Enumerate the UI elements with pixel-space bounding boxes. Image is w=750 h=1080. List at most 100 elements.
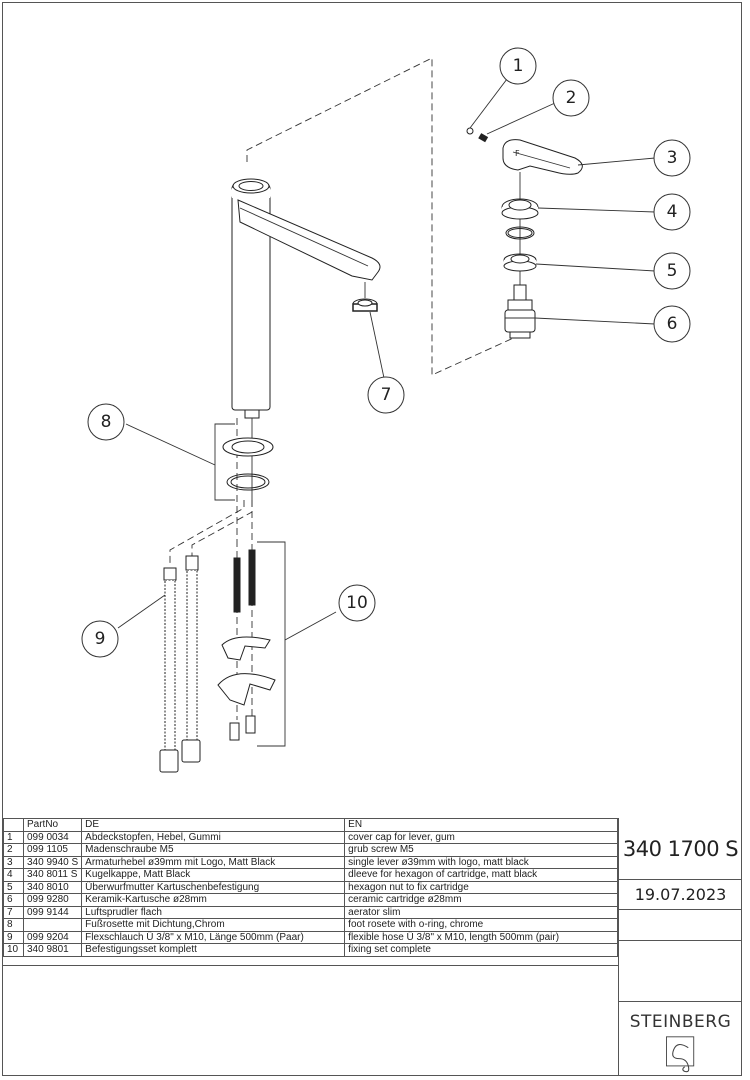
part-sleeve (501, 172, 539, 330)
callout-label: 3 (667, 148, 678, 168)
cell-en: grub screw M5 (344, 843, 618, 857)
callout-2: 2 (552, 79, 590, 117)
title-block-empty-cell (619, 941, 742, 1002)
cell-de: Armaturhebel ø39mm mit Logo, Matt Black (81, 855, 346, 869)
cell-part-no: 340 9940 S (22, 855, 83, 869)
callout-9: 9 (81, 620, 119, 658)
title-block: 340 1700 S 19.07.2023 STEINBERG (618, 818, 742, 1076)
cell-de: Kugelkappe, Matt Black (81, 868, 346, 882)
cell-index: 2 (3, 843, 24, 857)
cell-index: 5 (3, 880, 24, 894)
cell-index: 7 (3, 905, 24, 919)
cell-index: 10 (3, 943, 24, 957)
cell-de: Madenschraube M5 (81, 843, 346, 857)
cell-part-no: 340 9801 (22, 943, 83, 957)
brand-name: STEINBERG (629, 1012, 732, 1032)
callout-8: 8 (87, 403, 125, 441)
cell-part-no: 340 8010 (22, 880, 83, 894)
callout-label: 10 (346, 593, 368, 613)
article-number: 340 1700 S (619, 818, 742, 880)
cell-en: single lever ø39mm with logo, matt black (344, 855, 618, 869)
header-part-no: PartNo (22, 818, 83, 832)
cell-index: 9 (3, 930, 24, 944)
callout-1: 1 (499, 47, 537, 85)
cell-part-no (22, 918, 83, 932)
cell-index: 6 (3, 893, 24, 907)
part-aerator (352, 282, 378, 312)
cell-part-no: 099 9280 (22, 893, 83, 907)
brand-block: STEINBERG (619, 1002, 742, 1075)
cell-de: Keramik-Kartusche ø28mm (81, 893, 346, 907)
callout-label: 5 (667, 261, 678, 281)
steinberg-logo-icon (665, 1036, 694, 1073)
part-hexagon-nut (503, 253, 537, 272)
callout-label: 9 (95, 629, 106, 649)
cell-en: hexagon nut to fix cartridge (344, 880, 618, 894)
cell-de: Fußrosette mit Dichtung,Chrom (81, 918, 346, 932)
header-de: DE (81, 818, 346, 832)
callout-label: 2 (566, 88, 577, 108)
cell-part-no: 099 9144 (22, 905, 83, 919)
callout-5: 5 (653, 252, 691, 290)
part-lever: F (502, 139, 583, 175)
faucet-body (231, 178, 381, 419)
part-flexible-hoses (159, 500, 253, 773)
cell-index: 4 (3, 868, 24, 882)
callout-label: 4 (667, 202, 678, 222)
cell-de: Befestigungsset komplett (81, 943, 346, 957)
cell-index: 3 (3, 855, 24, 869)
part-o-ring (505, 226, 535, 240)
exploded-view-drawing: F (81, 47, 691, 773)
callout-7: 7 (367, 376, 405, 414)
cell-en: dleeve for hexagon of cartridge, matt bl… (344, 868, 618, 882)
part-cartridge (504, 284, 536, 339)
cell-en: cover cap for lever, gum (344, 830, 618, 844)
callout-4: 4 (653, 193, 691, 231)
cell-en: flexible hose Ü 3/8" x M10, length 500mm… (344, 930, 618, 944)
cell-de: Überwurfmutter Kartuschenbefestigung (81, 880, 346, 894)
part-fixing-set (217, 500, 286, 747)
cell-de: Abdeckstopfen, Hebel, Gummi (81, 830, 346, 844)
callout-3: 3 (653, 139, 691, 177)
cell-en: foot rosete with o-ring, chrome (344, 918, 618, 932)
cell-en: fixing set complete (344, 943, 618, 957)
part-cover-cap (466, 127, 474, 135)
callout-10: 10 (338, 584, 376, 622)
cell-index: 1 (3, 830, 24, 844)
cell-de: Luftsprudler flach (81, 905, 346, 919)
table-header-row: PartNo DE EN (3, 818, 618, 832)
cell-part-no: 099 0034 (22, 830, 83, 844)
header-en: EN (344, 818, 618, 832)
callout-label: 8 (101, 412, 112, 432)
svg-text:F: F (515, 149, 520, 158)
notes-area (3, 965, 618, 1077)
cell-part-no: 340 8011 S (22, 868, 83, 882)
assembly-path-upper (246, 57, 521, 376)
callout-label: 7 (381, 385, 392, 405)
callout-6: 6 (653, 305, 691, 343)
cell-en: aerator slim (344, 905, 618, 919)
callout-label: 6 (667, 314, 678, 334)
callout-label: 1 (513, 56, 524, 76)
cell-index: 8 (3, 918, 24, 932)
header-index (3, 818, 24, 832)
part-grub-screw (478, 133, 489, 143)
cell-part-no: 099 1105 (22, 843, 83, 857)
title-block-empty-cell (619, 910, 742, 941)
cell-de: Flexschlauch Ü 3/8" x M10, Länge 500mm (… (81, 930, 346, 944)
part-foot-rosette (214, 418, 274, 540)
cell-en: ceramic cartridge ø28mm (344, 893, 618, 907)
cell-part-no: 099 9204 (22, 930, 83, 944)
